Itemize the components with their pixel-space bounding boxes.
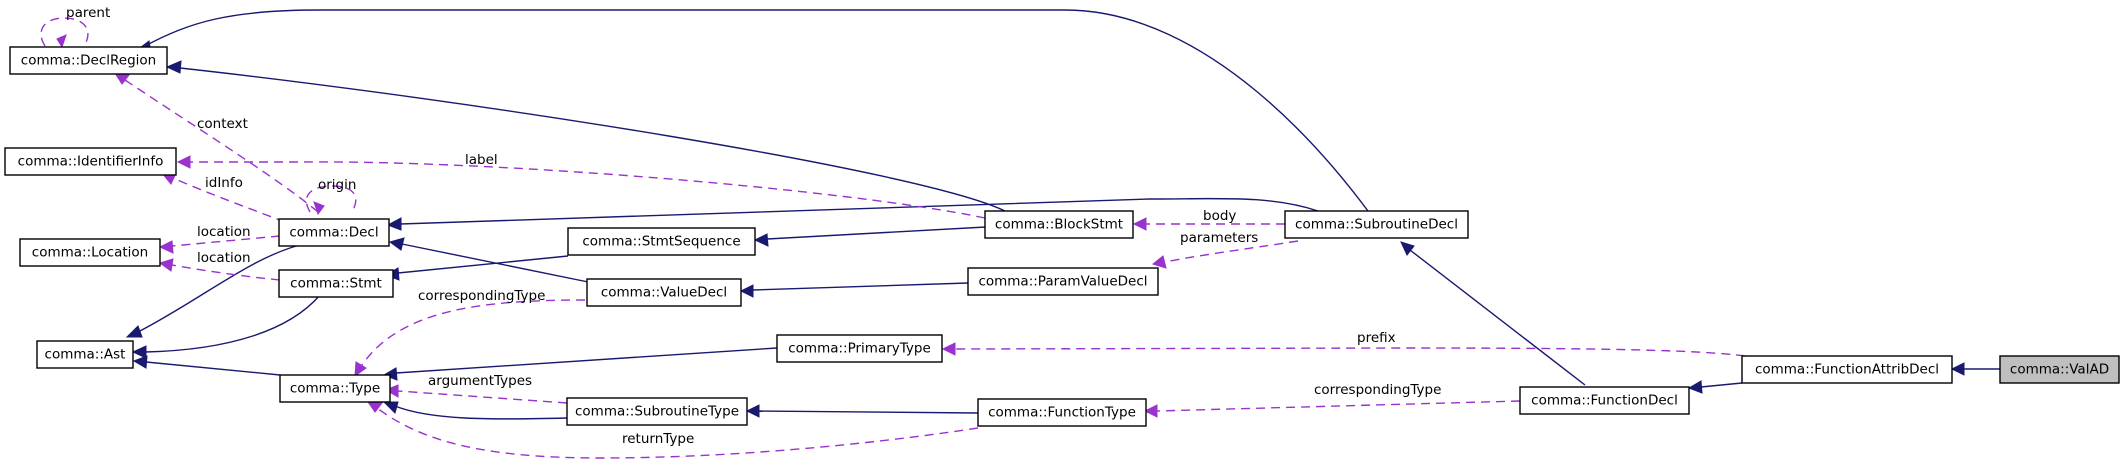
label-argumenttypes: argumentTypes xyxy=(428,373,532,389)
edge-functiontype-subroutinetype xyxy=(758,410,979,414)
edge-stmtsequence-stmt xyxy=(397,255,569,274)
svg-text:comma::Stmt: comma::Stmt xyxy=(290,276,382,292)
edge-valuedecl-correspondingtype xyxy=(361,299,586,366)
svg-text:comma::Type: comma::Type xyxy=(290,381,380,397)
svg-text:comma::DeclRegion: comma::DeclRegion xyxy=(21,53,156,69)
edge-subroutinetype-type xyxy=(394,405,568,420)
edge-subroutinedecl-parameters xyxy=(1164,240,1299,263)
edge-blockstmt-label xyxy=(190,161,986,219)
edge-valuedecl-decl xyxy=(401,243,599,285)
svg-text:comma::ValueDecl: comma::ValueDecl xyxy=(601,285,727,301)
svg-text:comma::Decl: comma::Decl xyxy=(289,225,378,241)
svg-text:comma::SubroutineType: comma::SubroutineType xyxy=(575,404,739,420)
edge-stmt-ast xyxy=(144,294,321,353)
svg-text:comma::Location: comma::Location xyxy=(32,245,148,261)
label-origin: origin xyxy=(318,177,356,193)
edge-blockstmt-declregion xyxy=(179,67,1006,212)
edge-primarytype-type xyxy=(395,347,778,374)
edge-declregion-parent-self xyxy=(40,17,89,47)
edge-decl-context xyxy=(124,79,319,213)
edge-functiondecl-subroutinedecl xyxy=(1409,249,1586,386)
node-subroutinetype[interactable]: comma::SubroutineType xyxy=(566,397,748,426)
node-valuedecl[interactable]: comma::ValueDecl xyxy=(586,278,742,307)
label-parameters: parameters xyxy=(1180,230,1258,246)
edge-decl-origin-self xyxy=(305,185,357,213)
node-location[interactable]: comma::Location xyxy=(19,238,161,267)
node-stmt[interactable]: comma::Stmt xyxy=(278,269,394,298)
svg-text:comma::FunctionDecl: comma::FunctionDecl xyxy=(1531,393,1678,409)
node-blockstmt[interactable]: comma::BlockStmt xyxy=(984,210,1134,239)
edge-functiontype-returntype xyxy=(376,407,979,459)
edge-stmt-location xyxy=(171,264,281,281)
svg-text:comma::SubroutineDecl: comma::SubroutineDecl xyxy=(1295,217,1458,233)
inheritance-edges xyxy=(125,9,2000,420)
svg-text:comma::ParamValueDecl: comma::ParamValueDecl xyxy=(978,274,1147,290)
label-body: body xyxy=(1203,208,1236,224)
node-functiontype[interactable]: comma::FunctionType xyxy=(977,398,1147,427)
edge-decl-idinfo xyxy=(172,177,286,223)
svg-text:comma::Ast: comma::Ast xyxy=(45,347,126,363)
node-decl[interactable]: comma::Decl xyxy=(278,218,390,247)
node-stmtsequence[interactable]: comma::StmtSequence xyxy=(567,227,756,256)
node-primarytype[interactable]: comma::PrimaryType xyxy=(776,334,943,363)
label-returntype: returnType xyxy=(622,431,694,447)
label-location-stmt: location xyxy=(197,250,251,266)
edge-functiondecl-correspondingtype xyxy=(1156,400,1521,412)
svg-text:comma::PrimaryType: comma::PrimaryType xyxy=(788,341,931,357)
label-correspondingtype-valuedecl: correspondingType xyxy=(418,288,545,304)
svg-text:comma::FunctionAttribDecl: comma::FunctionAttribDecl xyxy=(1755,362,1939,378)
edge-functionattribdecl-prefix xyxy=(954,347,1746,357)
node-functiondecl[interactable]: comma::FunctionDecl xyxy=(1519,386,1690,415)
node-subroutinedecl[interactable]: comma::SubroutineDecl xyxy=(1284,210,1469,239)
edge-labels: parent context label idInfo origin locat… xyxy=(66,5,1441,447)
edge-functionattribdecl-functiondecl xyxy=(1700,382,1743,388)
node-ast[interactable]: comma::Ast xyxy=(36,340,134,369)
svg-text:comma::ValAD: comma::ValAD xyxy=(2010,362,2109,378)
label-idinfo: idInfo xyxy=(205,175,243,191)
label-parent: parent xyxy=(66,5,110,21)
edge-subroutinedecl-declregion xyxy=(144,9,1369,212)
edge-subroutinedecl-decl xyxy=(399,197,1319,225)
node-valad[interactable]: comma::ValAD xyxy=(1999,355,2120,384)
node-declregion[interactable]: comma::DeclRegion xyxy=(9,46,168,75)
node-type[interactable]: comma::Type xyxy=(279,374,391,403)
nodes: comma::DeclRegion comma::IdentifierInfo … xyxy=(4,46,2120,427)
label-label: label xyxy=(465,152,498,168)
edge-blockstmt-stmtsequence xyxy=(766,226,987,240)
label-context: context xyxy=(197,116,248,132)
edge-type-ast xyxy=(145,361,281,376)
edge-decl-location xyxy=(171,235,281,247)
svg-text:comma::StmtSequence: comma::StmtSequence xyxy=(582,234,740,250)
label-prefix: prefix xyxy=(1357,330,1396,346)
svg-text:comma::IdentifierInfo: comma::IdentifierInfo xyxy=(18,154,164,170)
node-functionattribdecl[interactable]: comma::FunctionAttribDecl xyxy=(1741,355,1953,384)
label-location-decl: location xyxy=(197,224,251,240)
node-identifierinfo[interactable]: comma::IdentifierInfo xyxy=(4,147,177,176)
svg-text:comma::FunctionType: comma::FunctionType xyxy=(988,405,1136,421)
label-correspondingtype-functiondecl: correspondingType xyxy=(1314,382,1441,398)
edge-paramvaluedecl-valuedecl xyxy=(752,282,969,291)
node-paramvaluedecl[interactable]: comma::ParamValueDecl xyxy=(967,267,1159,296)
edge-decl-ast xyxy=(137,244,301,333)
svg-text:comma::BlockStmt: comma::BlockStmt xyxy=(995,217,1123,233)
usage-edges xyxy=(40,17,1746,459)
edge-subroutinetype-argumenttypes xyxy=(397,390,568,404)
